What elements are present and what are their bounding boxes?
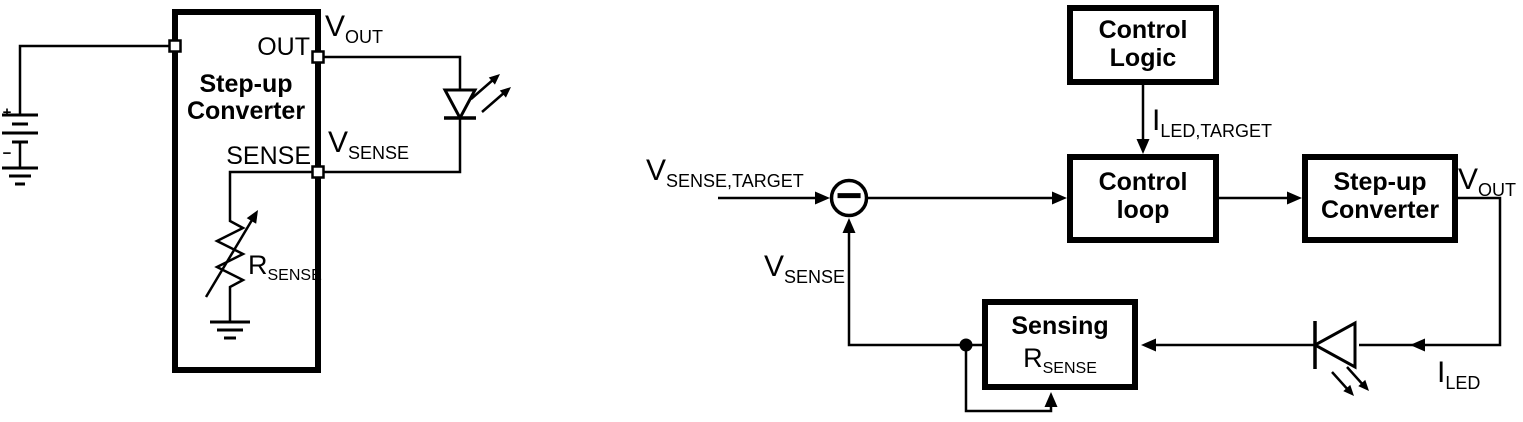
arrowhead (1410, 338, 1425, 352)
wire (1359, 196, 1502, 347)
battery-plus-label: + (3, 104, 12, 121)
arrowhead (1044, 392, 1058, 407)
vout-label: VOUT (325, 10, 383, 47)
vsense-feedback-label: VSENSE (764, 250, 845, 287)
arrowhead (1141, 338, 1156, 352)
led-emission-arrows (470, 70, 515, 113)
iled-label: ILED (1437, 356, 1480, 393)
led-emission-arrows (1331, 366, 1373, 400)
control-loop-box (1067, 154, 1219, 243)
wire (847, 230, 985, 347)
arrowhead (815, 191, 830, 205)
summing-junction: − (829, 169, 869, 221)
ground-symbol (210, 320, 250, 340)
stepup-converter-box (1302, 154, 1458, 243)
wire (324, 118, 462, 174)
arrowhead (1052, 191, 1067, 205)
block-wires (718, 82, 1502, 413)
arrowhead (1136, 139, 1150, 154)
summing-minus-sign: − (836, 169, 863, 221)
wire (228, 170, 312, 216)
variable-resistor (204, 207, 263, 322)
pin-square-sense (311, 165, 325, 179)
control-logic-label-line1: Control (1099, 16, 1188, 44)
wire (964, 345, 1053, 413)
stepup-label-line2: Converter (1321, 196, 1439, 224)
pin-square-input (168, 39, 182, 53)
battery-minus-label: − (3, 145, 12, 162)
led-symbol (442, 70, 515, 122)
ground-symbol (2, 166, 38, 186)
vsense-label: VSENSE (328, 126, 409, 163)
control-logic-box (1067, 5, 1219, 85)
sensing-label: Sensing (1011, 312, 1108, 340)
out-pin-label: OUT (257, 33, 310, 61)
right-block-diagram: − Control Logic Control loop Ste (646, 5, 1516, 413)
battery-symbol (2, 44, 169, 168)
control-loop-label-line2: loop (1117, 196, 1170, 224)
left-schematic: + − (2, 9, 515, 373)
rsense-label: RSENSE (248, 250, 322, 284)
stepup-label-line1: Step-up (1333, 168, 1426, 196)
converter-box (172, 9, 321, 373)
pin-square-out (311, 50, 325, 64)
vsense-target-label: VSENSE,TARGET (646, 154, 804, 191)
node-dot (959, 338, 973, 352)
external-wiring (324, 55, 462, 174)
sense-pin-label: SENSE (226, 142, 311, 170)
control-loop-label-line1: Control (1099, 168, 1188, 196)
sensing-box (982, 299, 1138, 390)
converter-label-line2: Converter (187, 97, 305, 125)
arrowhead (1287, 191, 1302, 205)
sensing-rsense-label: RSENSE (1023, 343, 1097, 377)
wire (324, 55, 462, 90)
converter-label-line1: Step-up (199, 70, 292, 98)
led-symbol (1311, 320, 1373, 400)
vout-label: VOUT (1458, 163, 1516, 200)
wire (18, 44, 169, 115)
iled-target-label: ILED,TARGET (1152, 104, 1272, 141)
resistor-arrow-shaft (204, 219, 254, 298)
control-logic-label-line2: Logic (1110, 44, 1177, 72)
